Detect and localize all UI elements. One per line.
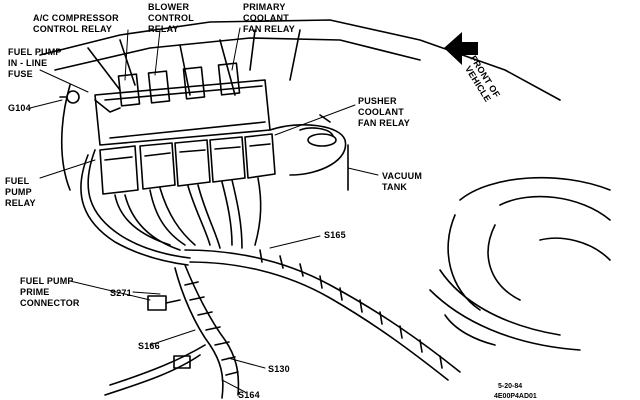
front-of-vehicle-arrow — [444, 32, 478, 65]
prime-connector-label-2: PRIME — [20, 287, 50, 297]
blower-relay-label-1: BLOWER — [148, 2, 189, 12]
pusher-fan-relay-label-1: PUSHER — [358, 96, 397, 106]
prime-connector-label-1: FUEL PUMP — [20, 276, 74, 286]
primary-fan-relay-label-3: FAN RELAY — [243, 24, 295, 34]
blower-relay-label-2: CONTROL — [148, 13, 194, 23]
ac-compressor-relay-label-1: A/C COMPRESSOR — [33, 13, 119, 23]
s130-label: S130 — [268, 364, 290, 374]
s165-label: S165 — [324, 230, 346, 240]
ac-compressor-relay-label-2: CONTROL RELAY — [33, 24, 112, 34]
fuel-pump-relay-label-3: RELAY — [5, 198, 36, 208]
primary-fan-relay-label-1: PRIMARY — [243, 2, 286, 12]
fuel-pump-fuse-label-3: FUSE — [8, 69, 33, 79]
pusher-fan-relay-label-3: FAN RELAY — [358, 118, 410, 128]
leader-lines — [29, 27, 379, 393]
vacuum-tank-label-2: TANK — [382, 182, 407, 192]
reference-code: 4E00P4AD01 — [494, 393, 537, 400]
pusher-fan-relay-label-2: COOLANT — [358, 107, 404, 117]
fuel-pump-fuse-label-2: IN - LINE — [8, 58, 47, 68]
s166-label: S166 — [138, 341, 160, 351]
g104-label: G104 — [8, 103, 31, 113]
fuel-pump-fuse-label-1: FUEL PUMP — [8, 47, 62, 57]
date-code: 5-20-84 — [498, 383, 522, 390]
vacuum-tank-label-1: VACUUM — [382, 171, 422, 181]
prime-connector-label-3: CONNECTOR — [20, 298, 80, 308]
s271-label: S271 — [110, 288, 132, 298]
callout-labels: A/C COMPRESSOR CONTROL RELAY BLOWER CONT… — [5, 2, 537, 400]
primary-fan-relay-label-2: COOLANT — [243, 13, 289, 23]
blower-relay-label-3: RELAY — [148, 24, 179, 34]
engine-bay-artwork — [39, 19, 611, 399]
fuel-pump-relay-label-2: PUMP — [5, 187, 32, 197]
fuel-pump-relay-label-1: FUEL — [5, 176, 30, 186]
s164-label: S164 — [238, 390, 260, 400]
